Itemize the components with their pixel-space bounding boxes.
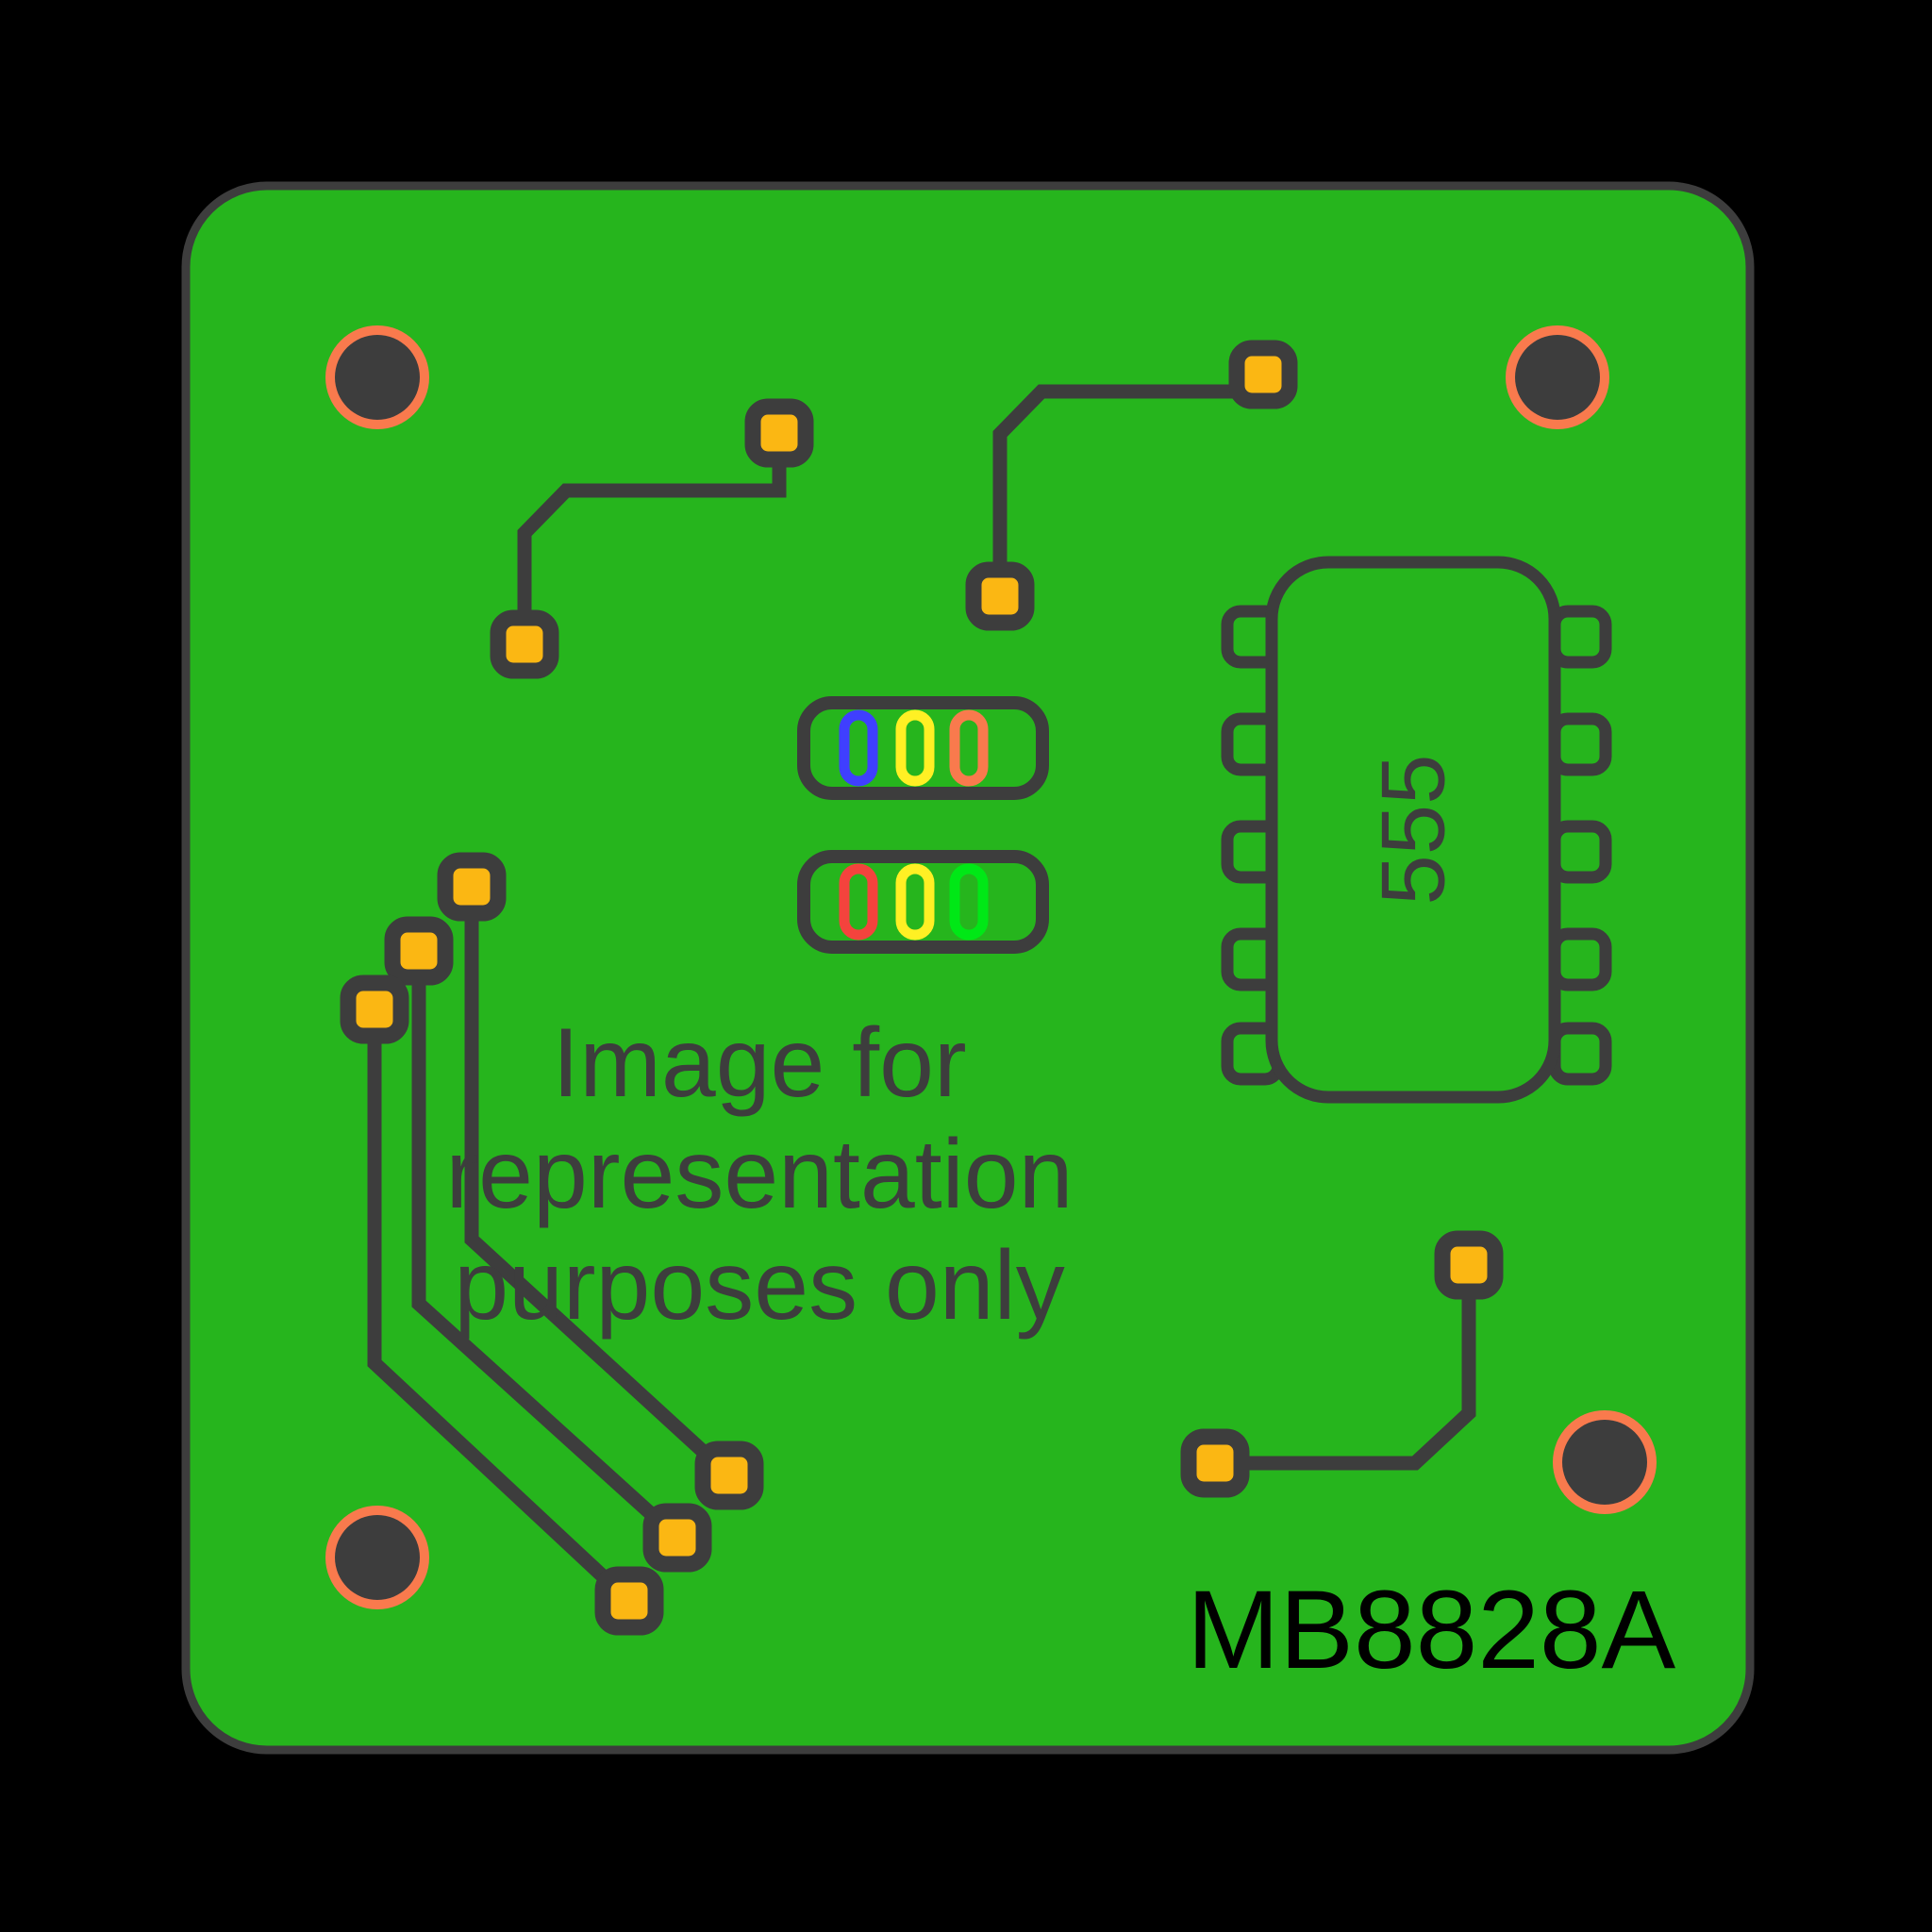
trace-bundle-a bbox=[464, 887, 735, 1481]
pad-bundle-a-top bbox=[437, 852, 507, 922]
silkscreen-layer: Image for representation purposes only M… bbox=[446, 1008, 1676, 1692]
resistor-top-band-1 bbox=[839, 709, 878, 787]
trace-bottom-right bbox=[1215, 1265, 1476, 1471]
resistor-bottom-body bbox=[797, 850, 1049, 954]
resistor-bottom-band-2 bbox=[895, 863, 935, 941]
pad-top-left-upper bbox=[744, 398, 814, 468]
trace-bundle-b bbox=[411, 951, 683, 1543]
pad-bundle-a-end bbox=[694, 1441, 764, 1510]
hole-bottom-left bbox=[335, 1515, 420, 1600]
pad-bundle-b-end bbox=[642, 1503, 712, 1573]
resistor-layer bbox=[797, 696, 1049, 954]
pad-bundle-c-end bbox=[594, 1566, 664, 1636]
ic-body bbox=[1265, 556, 1561, 1104]
trace-bundle-c bbox=[367, 1009, 635, 1607]
ic-marking-label: 555 bbox=[1363, 754, 1464, 905]
pad-layer bbox=[340, 340, 1504, 1636]
hole-top-right bbox=[1515, 335, 1600, 420]
hole-bottom-right bbox=[1562, 1420, 1647, 1505]
pad-bundle-c-top bbox=[340, 974, 409, 1044]
resistor-bottom-band-3 bbox=[949, 863, 989, 941]
disclaimer-line-3: purposes only bbox=[454, 1231, 1065, 1341]
trace-layer bbox=[367, 375, 1476, 1607]
hole-top-left bbox=[335, 335, 420, 420]
mounting-hole-layer bbox=[325, 325, 1657, 1609]
pad-top-left-lower bbox=[490, 609, 559, 679]
resistor-top-band-2 bbox=[895, 709, 935, 787]
ic-layer: 555 bbox=[1221, 556, 1612, 1104]
pad-bottom-right-low bbox=[1180, 1428, 1250, 1498]
disclaimer-line-1: Image for bbox=[552, 1008, 966, 1118]
resistor-bottom-band-1 bbox=[839, 863, 878, 941]
resistor-top-band-3 bbox=[949, 709, 989, 787]
pad-bottom-right-top bbox=[1434, 1230, 1504, 1300]
pad-top-right-upper bbox=[1228, 340, 1298, 409]
pad-top-right-lower bbox=[965, 561, 1035, 631]
trace-top-left bbox=[517, 433, 787, 644]
part-number-label: MB8828A bbox=[1187, 1568, 1676, 1692]
resistor-top-body bbox=[797, 696, 1049, 800]
disclaimer-line-2: representation bbox=[446, 1120, 1074, 1229]
pad-bundle-b-top bbox=[384, 916, 454, 986]
